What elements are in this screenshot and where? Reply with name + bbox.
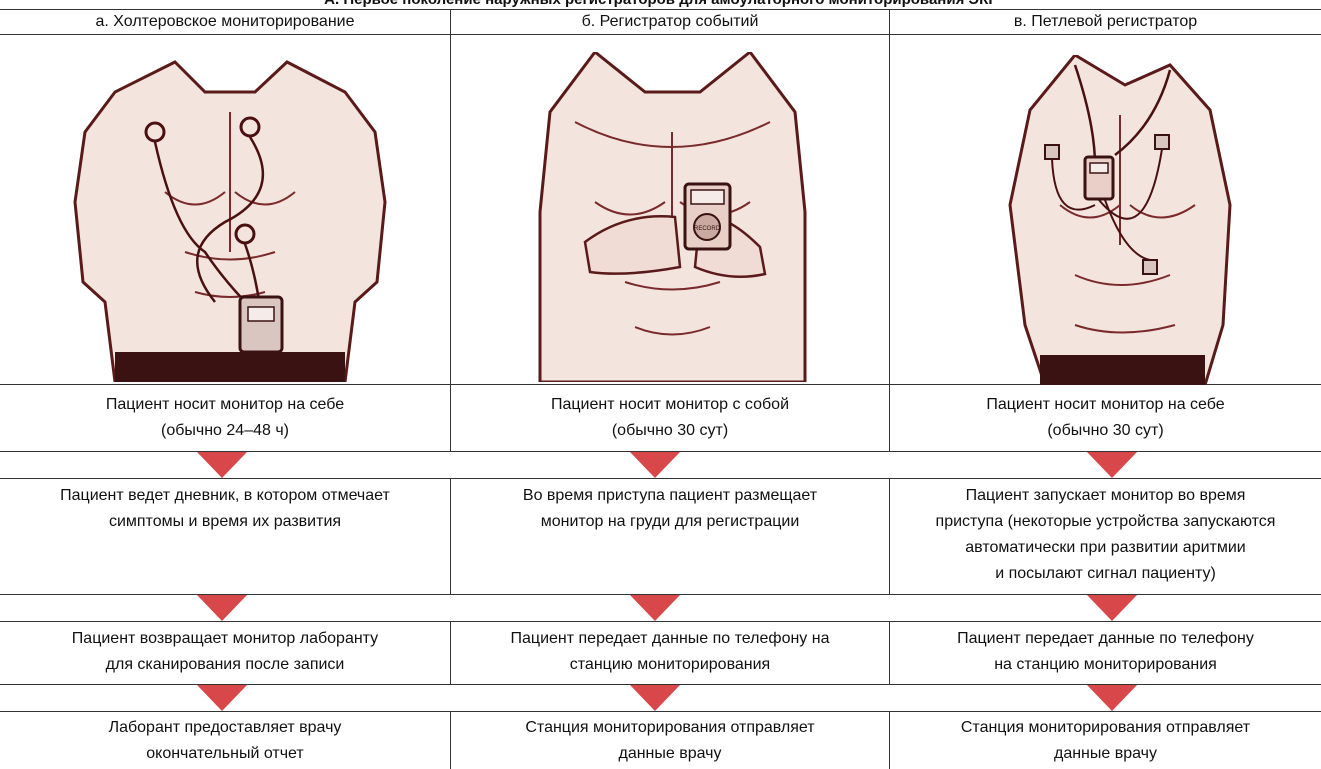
event-recorder-illustration: RECORD xyxy=(505,52,840,382)
flow-arrow xyxy=(1087,685,1137,711)
step-line: станцию мониторирования xyxy=(451,652,889,678)
step-line: на станцию мониторирования xyxy=(890,652,1321,678)
column-header-event: б. Регистратор событий xyxy=(451,12,889,32)
step1-text-holter: Пациент ведет дневник, в котором отмечае… xyxy=(0,483,450,535)
step3-text-holter: Лаборант предоставляет врачу окончательн… xyxy=(0,715,450,767)
device-label: RECORD xyxy=(694,226,721,232)
step-line: данные врачу xyxy=(890,741,1321,767)
step-line: Станция мониторирования отправляет xyxy=(890,715,1321,741)
flow-arrow xyxy=(630,595,680,621)
flow-arrow xyxy=(1087,595,1137,621)
rule xyxy=(0,34,1321,35)
step1-text-loop: Пациент запускает монитор во время прист… xyxy=(890,483,1321,587)
loop-recorder-illustration xyxy=(995,55,1245,385)
page-title: А. Первое поколение наружных регистратор… xyxy=(0,0,1321,9)
wear-line: Пациент носит монитор на себе xyxy=(0,392,450,418)
step-line: Пациент передает данные по телефону xyxy=(890,626,1321,652)
column-header-loop: в. Петлевой регистратор xyxy=(890,12,1321,32)
step-line: для сканирования после записи xyxy=(0,652,450,678)
rule xyxy=(0,711,1321,712)
step-line: Станция мониторирования отправляет xyxy=(451,715,889,741)
step-line: Лаборант предоставляет врачу xyxy=(0,715,450,741)
wear-line: (обычно 24–48 ч) xyxy=(0,418,450,444)
flow-arrow xyxy=(197,452,247,478)
step-line: Во время приступа пациент размещает xyxy=(451,483,889,509)
flow-arrow xyxy=(197,595,247,621)
step1-text-event: Во время приступа пациент размещает мони… xyxy=(451,483,889,535)
step-line: Пациент запускает монитор во время xyxy=(890,483,1321,509)
step-line: Пациент ведет дневник, в котором отмечае… xyxy=(0,483,450,509)
step-line: Пациент передает данные по телефону на xyxy=(451,626,889,652)
wear-line: (обычно 30 сут) xyxy=(890,418,1321,444)
step-line: и посылают сигнал пациенту) xyxy=(890,561,1321,587)
flow-arrow xyxy=(1087,452,1137,478)
step-line: данные врачу xyxy=(451,741,889,767)
rule xyxy=(0,9,1321,10)
step-line: Пациент возвращает монитор лаборанту xyxy=(0,626,450,652)
step-line: монитор на груди для регистрации xyxy=(451,509,889,535)
step2-text-event: Пациент передает данные по телефону на с… xyxy=(451,626,889,678)
flow-arrow xyxy=(197,685,247,711)
wear-text-loop: Пациент носит монитор на себе (обычно 30… xyxy=(890,392,1321,444)
column-divider xyxy=(889,9,890,451)
step2-text-loop: Пациент передает данные по телефону на с… xyxy=(890,626,1321,678)
flow-arrow xyxy=(630,685,680,711)
step3-text-loop: Станция мониторирования отправляет данны… xyxy=(890,715,1321,767)
flow-arrow xyxy=(630,452,680,478)
step-line: автоматически при развитии аритмии xyxy=(890,535,1321,561)
step3-text-event: Станция мониторирования отправляет данны… xyxy=(451,715,889,767)
holter-monitor-illustration xyxy=(55,52,405,382)
step-line: окончательный отчет xyxy=(0,741,450,767)
step-line: симптомы и время их развития xyxy=(0,509,450,535)
wear-line: (обычно 30 сут) xyxy=(451,418,889,444)
wear-text-event: Пациент носит монитор с собой (обычно 30… xyxy=(451,392,889,444)
wear-line: Пациент носит монитор с собой xyxy=(451,392,889,418)
column-header-holter: а. Холтеровское мониторирование xyxy=(0,12,450,32)
step-line: приступа (некоторые устройства запускают… xyxy=(890,509,1321,535)
rule xyxy=(0,478,1321,479)
rule xyxy=(0,621,1321,622)
wear-line: Пациент носит монитор на себе xyxy=(890,392,1321,418)
column-divider xyxy=(450,9,451,451)
wear-text-holter: Пациент носит монитор на себе (обычно 24… xyxy=(0,392,450,444)
step2-text-holter: Пациент возвращает монитор лаборанту для… xyxy=(0,626,450,678)
